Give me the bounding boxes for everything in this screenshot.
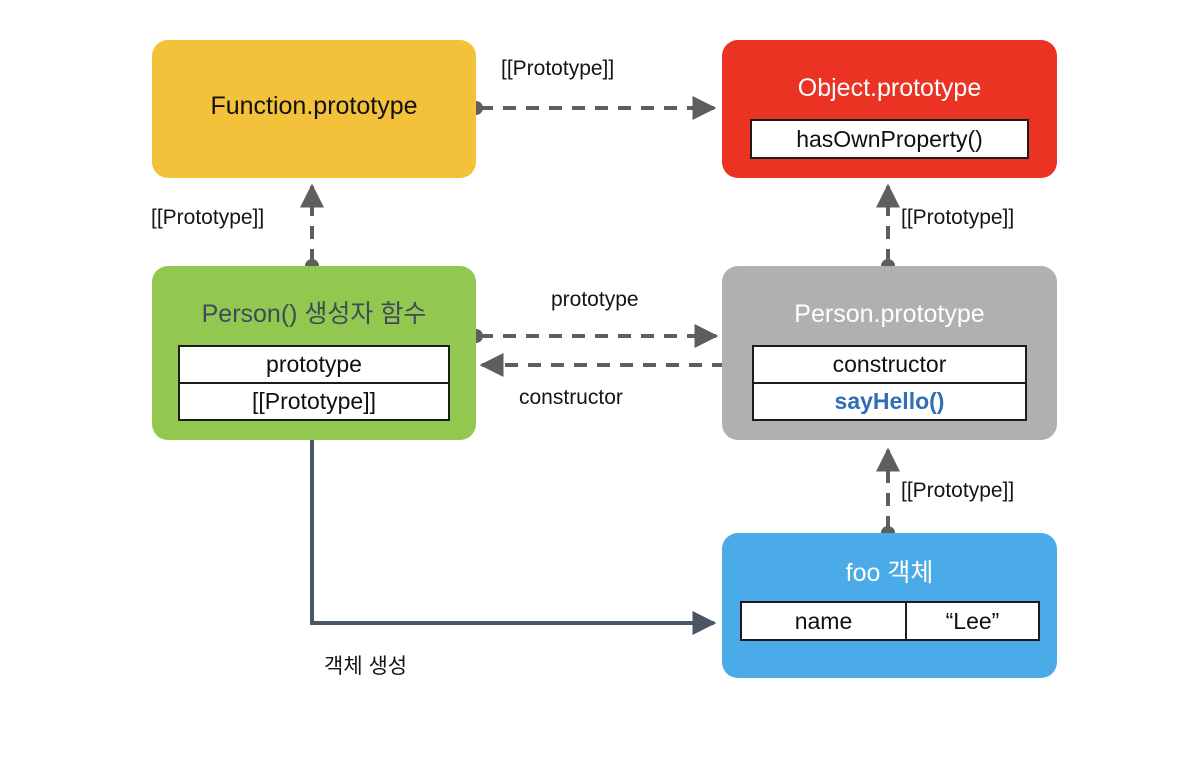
edge-person-constructor-to-function-prototype <box>300 183 324 273</box>
edge-person-constructor-to-foo-object <box>310 440 717 635</box>
property-row-name: name “Lee” <box>742 603 1038 639</box>
node-person-constructor[interactable]: Person() 생성자 함수 prototype [[Prototype]] <box>152 266 476 440</box>
cell-property-key-name[interactable]: name <box>742 603 905 639</box>
node-foo-object[interactable]: foo 객체 name “Lee” <box>722 533 1057 678</box>
field-has-own-property[interactable]: hasOwnProperty() <box>752 121 1027 157</box>
edge-label-person-prototype-to-object-prototype: [[Prototype]] <box>901 206 1015 229</box>
fieldbox-object-prototype: hasOwnProperty() <box>750 119 1029 159</box>
node-title-person-constructor: Person() 생성자 함수 <box>201 300 427 328</box>
node-title-person-prototype: Person.prototype <box>794 300 985 328</box>
field-say-hello[interactable]: sayHello() <box>754 382 1025 419</box>
edge-label-constructor: constructor <box>519 386 623 409</box>
field-internal-prototype[interactable]: [[Prototype]] <box>180 382 448 419</box>
edge-label-function-prototype-to-object-prototype: [[Prototype]] <box>501 57 615 80</box>
node-object-prototype[interactable]: Object.prototype hasOwnProperty() <box>722 40 1057 178</box>
cell-property-value-lee[interactable]: “Lee” <box>905 603 1038 639</box>
edge-label-prototype: prototype <box>551 288 639 311</box>
node-title-foo-object: foo 객체 <box>845 559 934 587</box>
node-title-function-prototype: Function.prototype <box>210 92 418 120</box>
edge-function-prototype-to-object-prototype <box>469 96 717 120</box>
edge-person-constructor-to-person-prototype <box>469 324 719 348</box>
edge-label-object-creation: 객체 생성 <box>324 655 408 678</box>
edge-label-foo-to-person-prototype: [[Prototype]] <box>901 479 1015 502</box>
node-title-object-prototype: Object.prototype <box>797 74 982 102</box>
edge-person-prototype-to-person-constructor <box>479 353 759 377</box>
edge-label-person-constructor-to-function-prototype: [[Prototype]] <box>151 206 265 229</box>
field-prototype[interactable]: prototype <box>180 347 448 382</box>
node-function-prototype[interactable]: Function.prototype <box>152 40 476 178</box>
fieldbox-person-constructor: prototype [[Prototype]] <box>178 345 450 421</box>
edge-person-prototype-to-object-prototype <box>876 183 900 273</box>
fieldbox-foo-object: name “Lee” <box>740 601 1040 641</box>
edge-foo-to-person-prototype <box>876 447 900 540</box>
field-constructor[interactable]: constructor <box>754 347 1025 382</box>
node-person-prototype[interactable]: Person.prototype constructor sayHello() <box>722 266 1057 440</box>
fieldbox-person-prototype: constructor sayHello() <box>752 345 1027 421</box>
